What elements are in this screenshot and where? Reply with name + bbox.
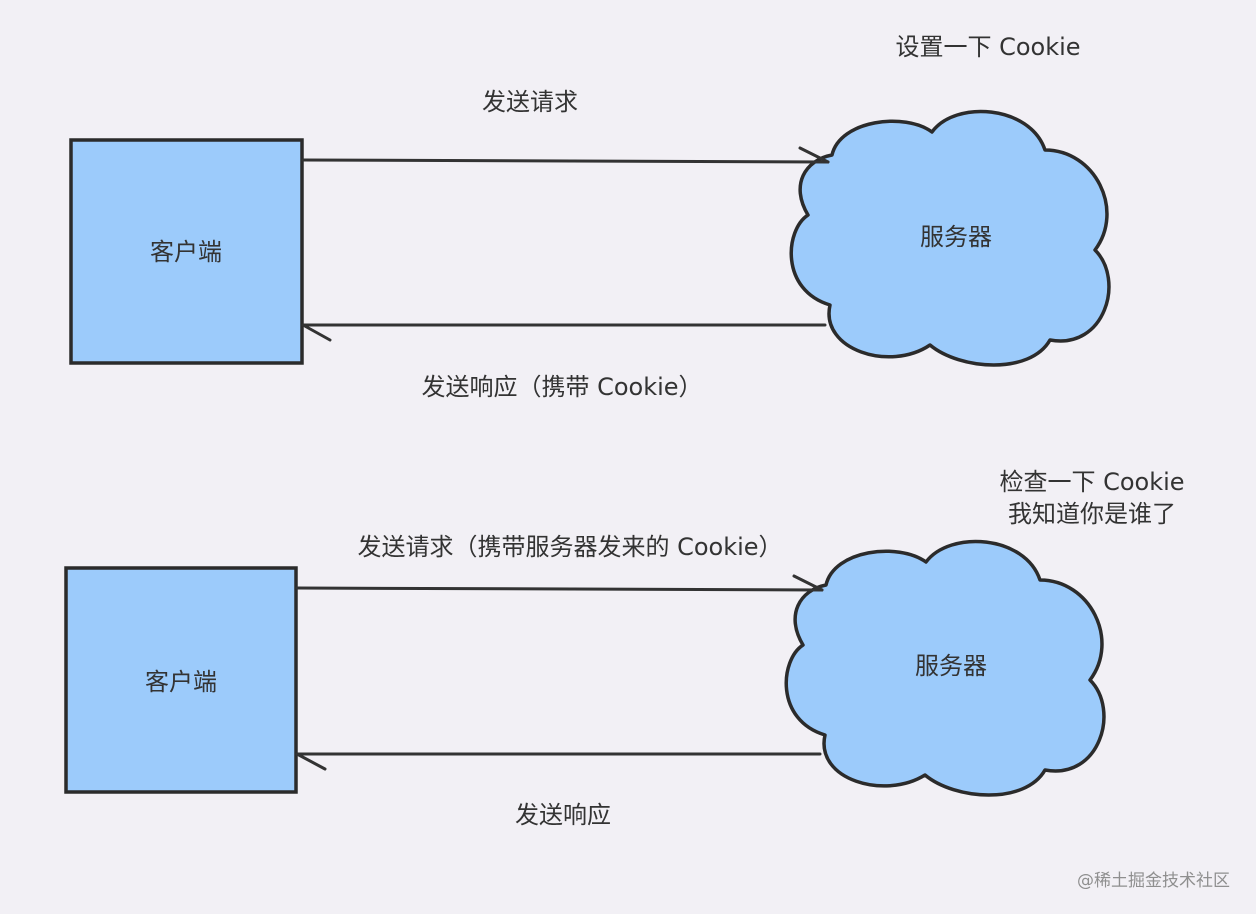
scenario-1: 客户端 服务器 设置一下 Cookie 发送请求 发送响应（携带 Cookie） xyxy=(69,33,1111,401)
server-note-2-line-2: 我知道你是谁了 xyxy=(1008,500,1176,528)
client-box-1 xyxy=(69,138,304,365)
request-arrowhead-1 xyxy=(798,146,830,164)
server-label-2: 服务器 xyxy=(915,652,987,680)
response-label-2: 发送响应 xyxy=(515,801,611,829)
server-note-2-line-1: 检查一下 Cookie xyxy=(999,468,1184,496)
response-arrowhead-2 xyxy=(295,752,327,771)
request-label-1: 发送请求 xyxy=(482,88,578,116)
client-box-2 xyxy=(64,566,298,794)
response-label-1: 发送响应（携带 Cookie） xyxy=(421,373,702,401)
scenario-2: 客户端 服务器 检查一下 Cookie 我知道你是谁了 发送请求（携带服务器发来… xyxy=(64,468,1185,829)
request-label-2: 发送请求（携带服务器发来的 Cookie） xyxy=(357,533,782,561)
request-arrowhead-2 xyxy=(792,574,824,592)
server-cloud-1 xyxy=(789,109,1111,367)
watermark: @稀土掘金技术社区 xyxy=(1077,871,1230,891)
server-cloud-2 xyxy=(784,539,1106,797)
request-arrow-line-2 xyxy=(295,586,824,592)
server-label-1: 服务器 xyxy=(920,223,992,251)
response-arrowhead-1 xyxy=(301,323,332,342)
client-label-2: 客户端 xyxy=(145,668,217,696)
client-label-1: 客户端 xyxy=(150,238,222,266)
request-arrow-line-1 xyxy=(301,158,830,164)
server-note-1: 设置一下 Cookie xyxy=(895,33,1080,61)
